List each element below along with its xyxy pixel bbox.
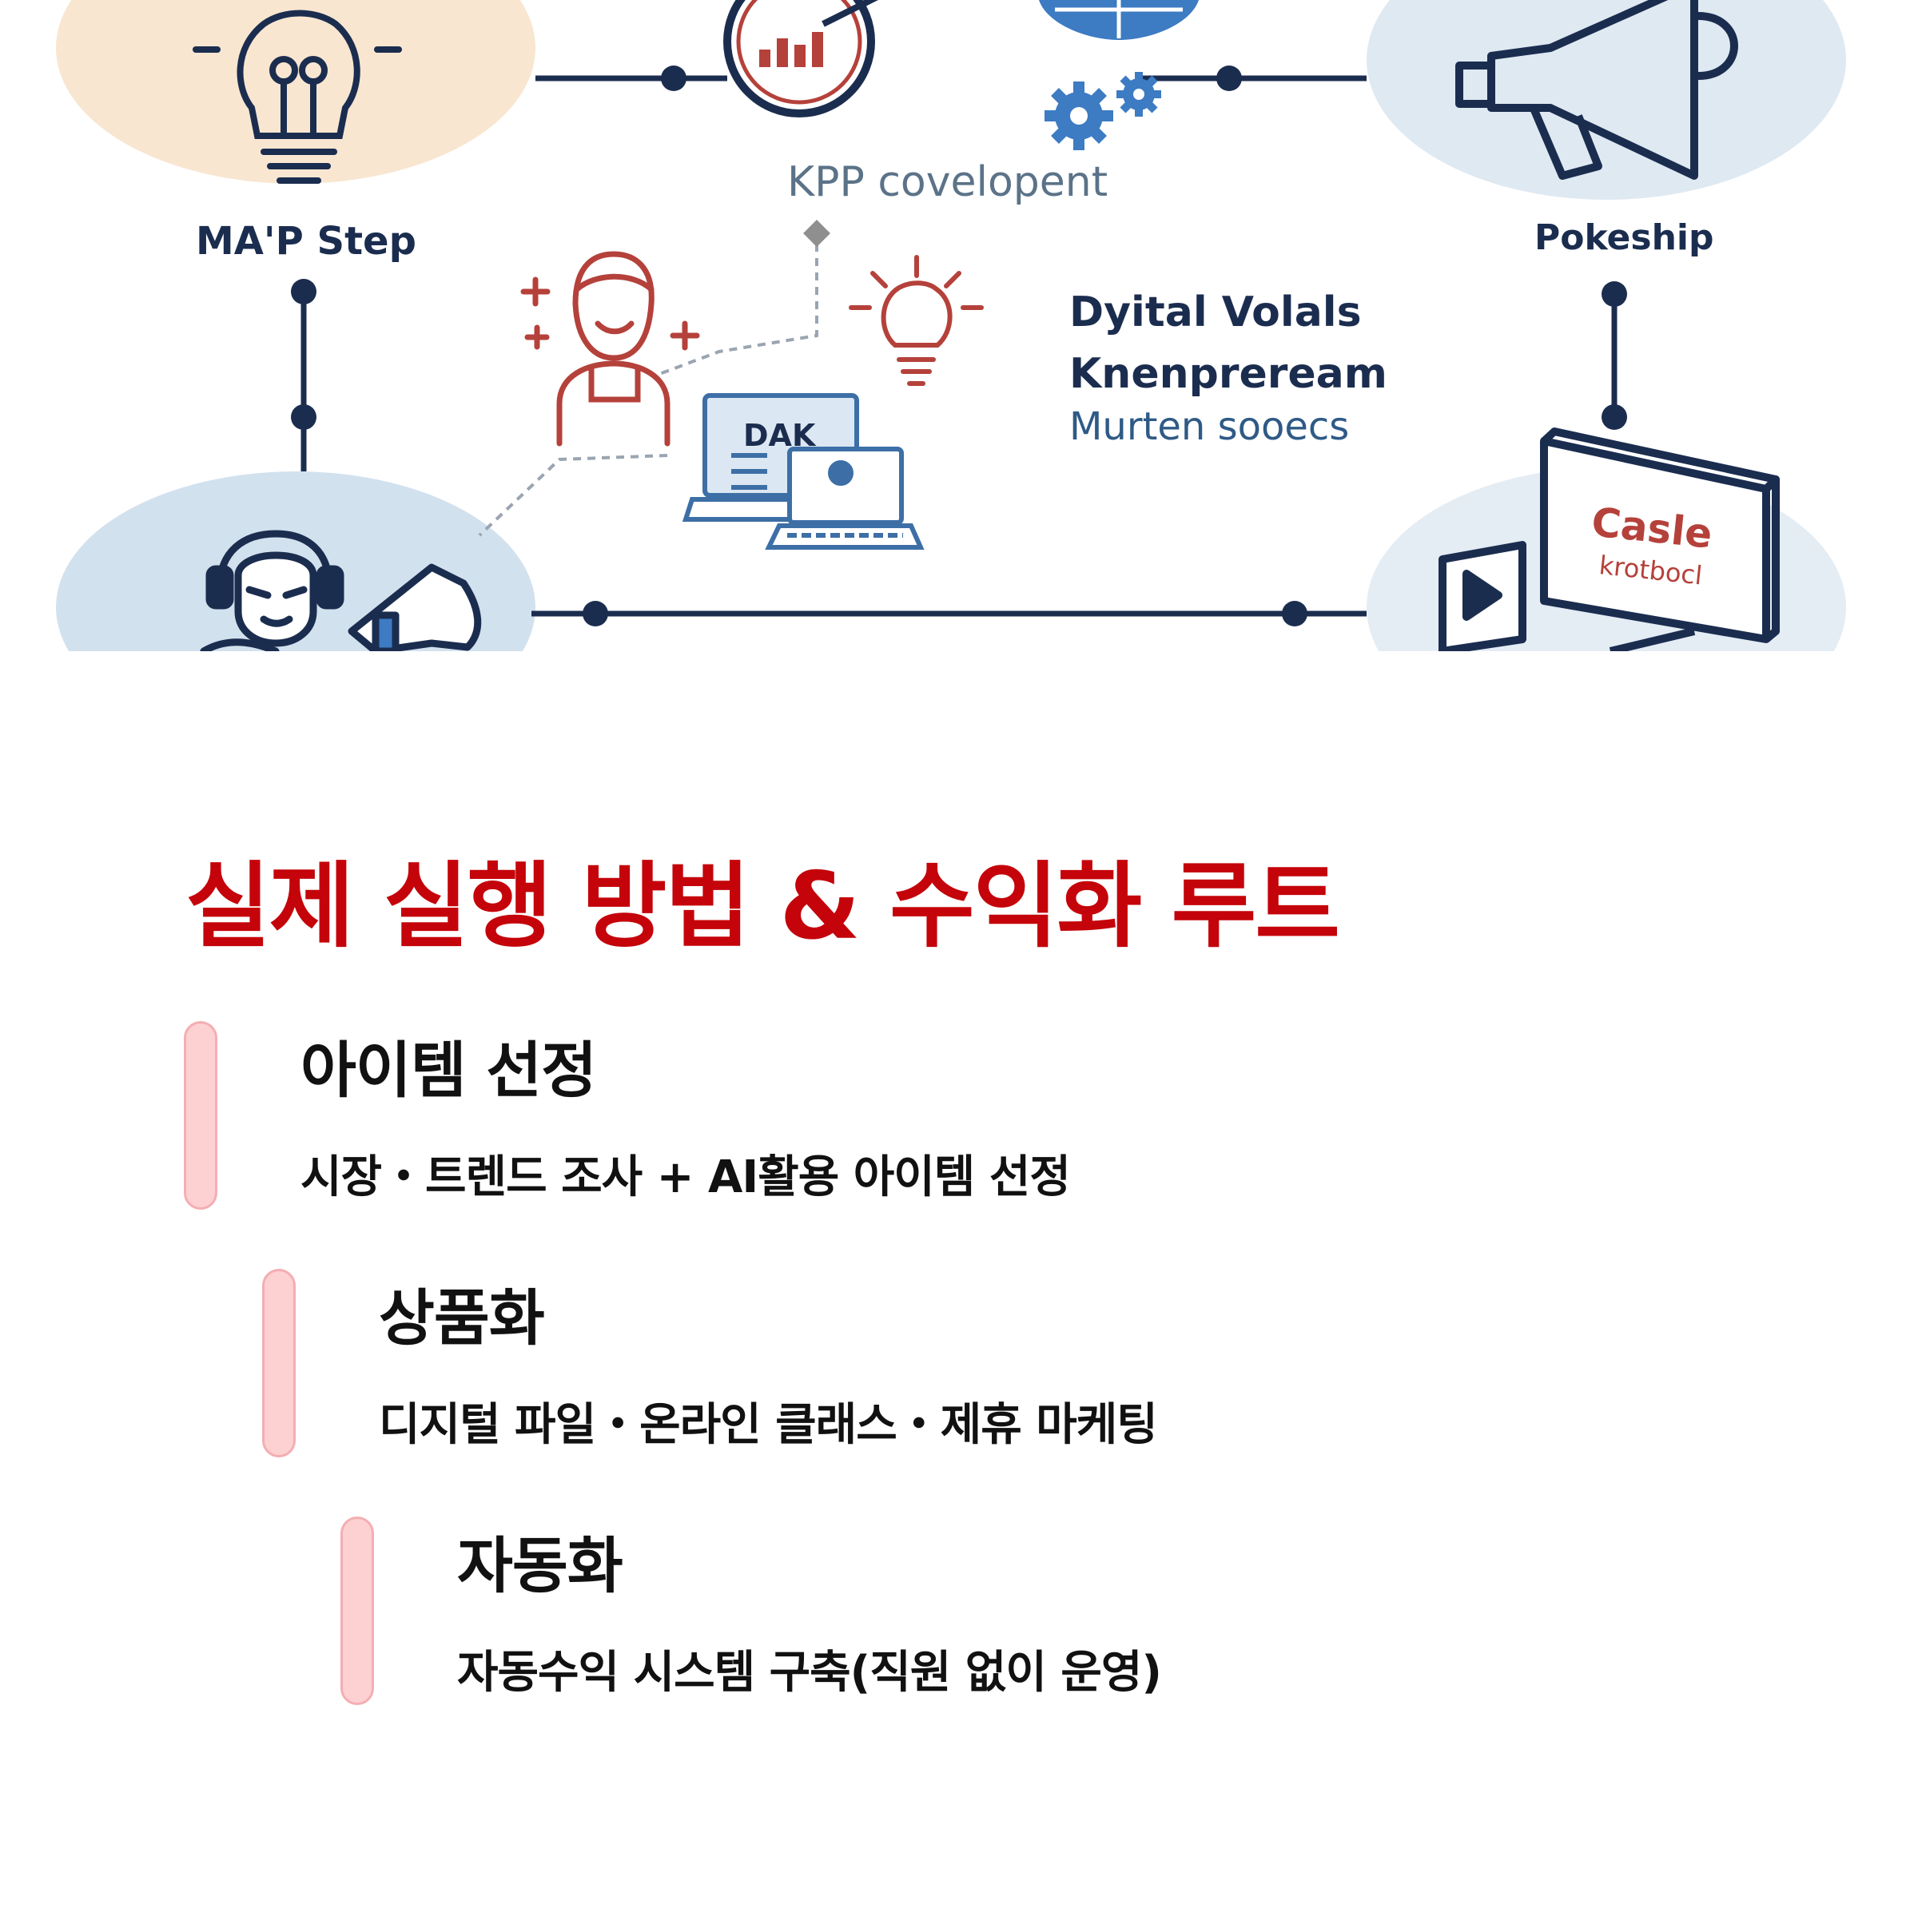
- label-map-step: MA'P Step: [196, 219, 416, 264]
- connector-dots: [291, 66, 1627, 626]
- step-description: 자동수익 시스템 구축(직원 없이 운영): [457, 1647, 1162, 1699]
- megaphone-small-icon: [348, 563, 482, 651]
- label-kpp: KPP covelopent: [787, 158, 1108, 206]
- bg-blob-top-left: [56, 0, 535, 184]
- label-dak: DAK: [743, 418, 817, 453]
- globe-gear-icon: [1039, 0, 1199, 150]
- step-title: 아이템 선정: [300, 1035, 597, 1106]
- step-description: 디지털 파일・온라인 클래스・제휴 마케팅: [379, 1399, 1158, 1451]
- bg-blob-top-right: [1367, 0, 1846, 200]
- step-title: 상품화: [379, 1282, 545, 1354]
- label-digital-1: Dyital Volals: [1069, 288, 1362, 336]
- connector-lines: [300, 75, 1618, 617]
- person-icon: [520, 251, 700, 447]
- support-person-icon: [200, 530, 344, 651]
- magnifier-chart-icon: [723, 0, 878, 117]
- small-lightbulb-icon: [849, 255, 984, 386]
- megaphone-icon: [1455, 0, 1738, 180]
- step-marker-bar: [340, 1517, 374, 1705]
- label-pokeship: Pokeship: [1534, 217, 1714, 258]
- dotted-guides: [478, 244, 818, 537]
- laptop-icon: [682, 393, 925, 550]
- lightbulb-icon: [193, 10, 402, 184]
- step-marker-bar: [184, 1021, 217, 1210]
- diamond-marker: [803, 220, 830, 247]
- step-title: 자동화: [457, 1530, 623, 1601]
- process-illustration: MA'P Step KPP covelopent Pokeship Dyital…: [0, 0, 1918, 651]
- label-digital-3: Murten sooecs: [1069, 404, 1349, 449]
- step-description: 시장・트렌드 조사 + AI활용 아이템 선정: [300, 1151, 1071, 1203]
- section-title: 실제 실행 방법 & 수익화 루트: [185, 853, 1340, 960]
- step-marker-bar: [262, 1269, 296, 1457]
- monitor-icon: [1438, 427, 1780, 651]
- label-digital-2: Knenpreream: [1069, 350, 1387, 398]
